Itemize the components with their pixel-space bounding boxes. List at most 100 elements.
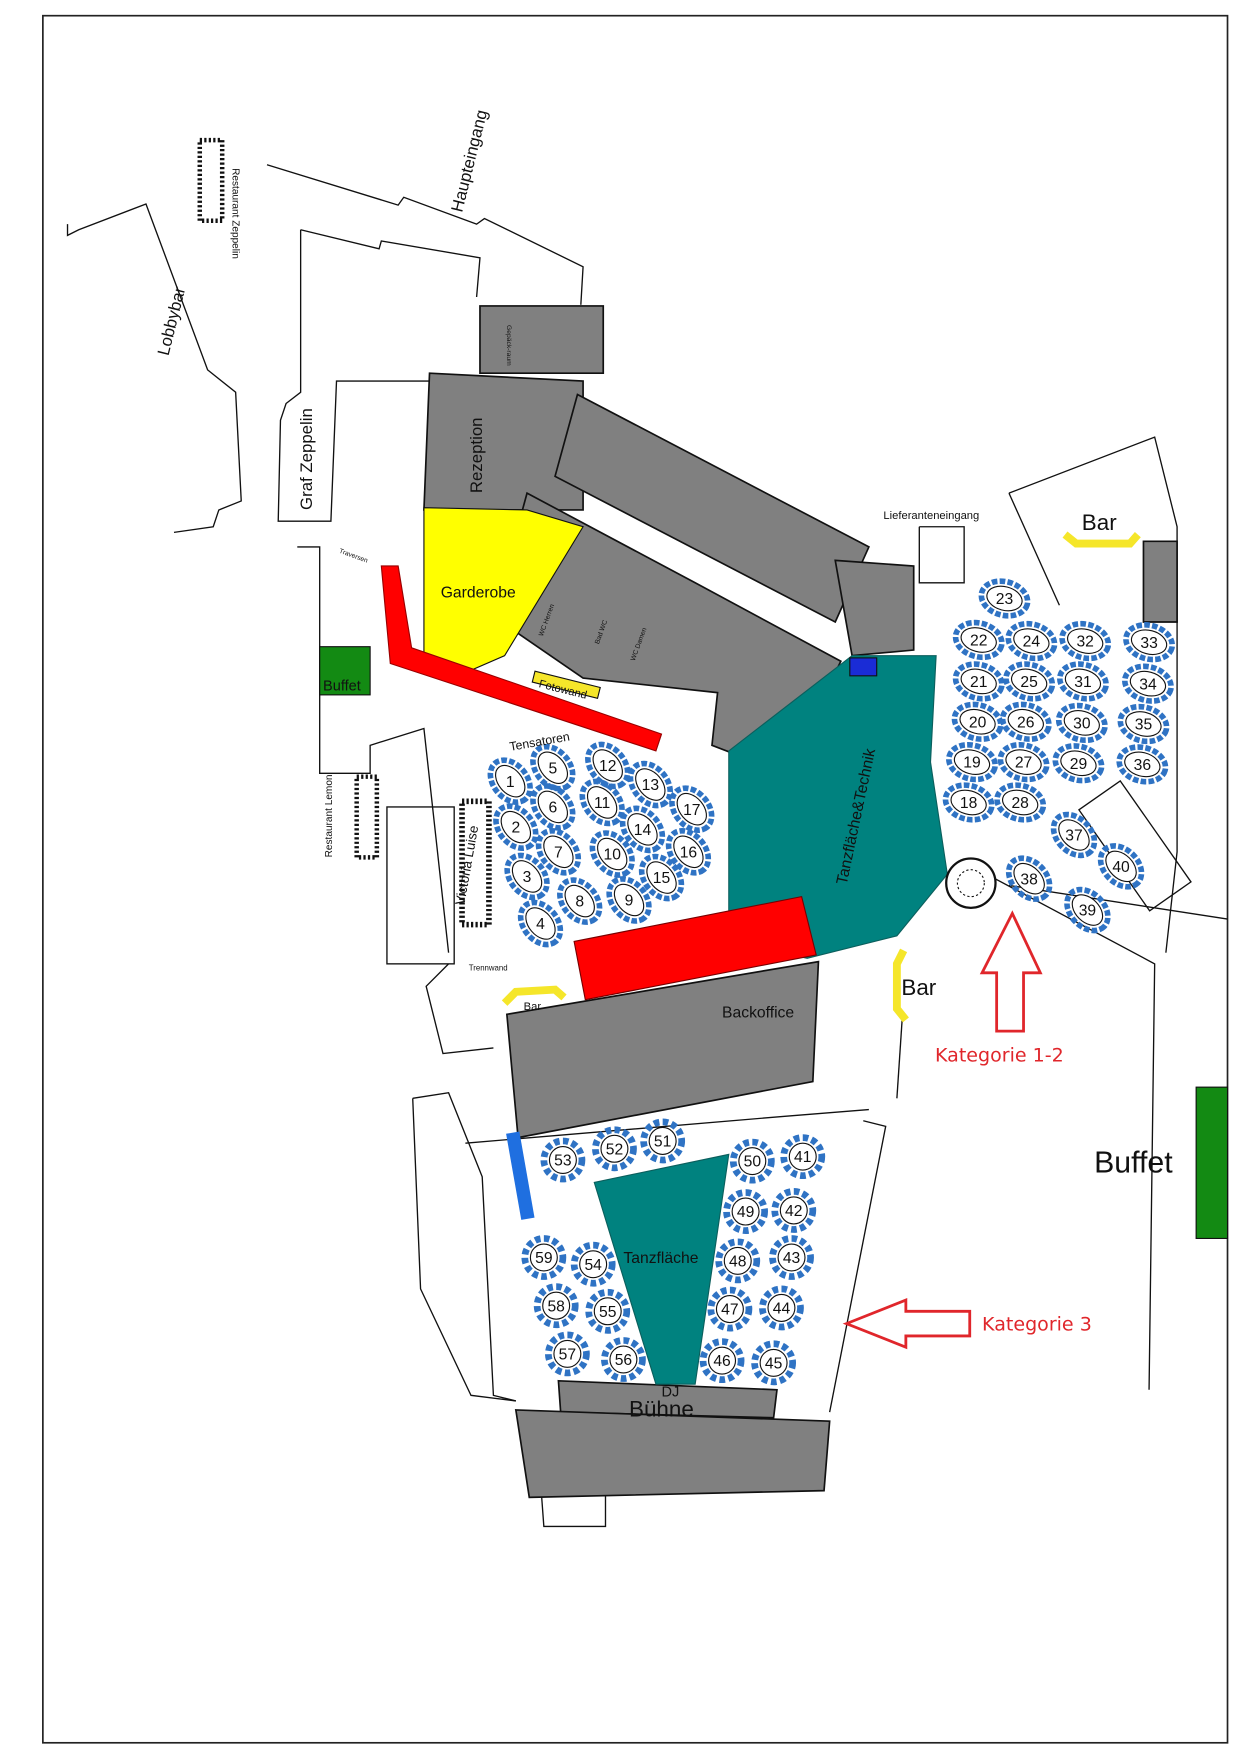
table-oval: 2 [493,803,539,851]
table-number: 52 [606,1141,623,1158]
table-number: 43 [783,1250,801,1267]
buffet-left [319,646,371,696]
chairs [627,760,673,809]
table-top [1013,628,1050,654]
table-number: 4 [536,916,545,933]
chairs [1055,702,1108,744]
chairs [592,1126,637,1172]
chairs [640,1118,686,1164]
table-number: 9 [625,893,634,910]
chairs [1097,843,1145,890]
table-number: 35 [1135,717,1153,734]
gray-rooms [423,305,1178,1499]
table-top [708,1346,737,1375]
chairs [585,741,631,790]
table-number: 54 [584,1257,602,1274]
table-oval: 17 [669,785,715,834]
chairs [1056,661,1109,702]
table-top [495,764,526,798]
table-top [597,837,628,871]
table-top [723,1246,752,1275]
label-restaurant-zeppelin: Restaurant Zeppelin [229,168,240,259]
table-number: 17 [683,802,700,819]
table-round: 49 [723,1189,769,1234]
table-top [609,1345,638,1374]
table-number: 28 [1011,795,1029,812]
bar-counter-top [1062,531,1141,548]
chairs [665,827,712,876]
table-number: 36 [1134,757,1152,774]
chairs [504,852,550,901]
chairs [1050,811,1098,859]
table-number: 18 [960,795,978,812]
table-oval: 38 [1005,855,1053,902]
blue-bar [506,1131,535,1220]
table-oval: 21 [952,661,1005,702]
dancefloor-area [593,1153,730,1385]
chairs [978,578,1031,619]
table-oval: 29 [1052,743,1105,784]
chairs [1123,622,1176,663]
table-round: 44 [759,1285,804,1331]
chairs [533,1283,579,1329]
table-number: 16 [680,844,698,861]
table-oval: 8 [557,877,603,925]
table-top [646,861,677,894]
table-oval: 1 [487,757,533,805]
label-restaurant-lemon: Restaurant Lemon [324,774,335,857]
table-number: 47 [721,1302,738,1319]
table-number: 19 [963,755,980,772]
table-oval: 15 [638,853,685,902]
table-number: 27 [1015,755,1032,772]
table-oval: 11 [579,778,625,827]
table-top [579,1250,608,1279]
photo-wall [531,670,601,700]
table-round: 48 [715,1238,761,1284]
chairs [1064,886,1111,934]
table-number: 31 [1074,674,1091,691]
table-top [1005,749,1042,775]
chairs [1117,703,1170,745]
table-oval: 23 [978,578,1031,619]
table-top [738,1147,767,1176]
table-oval: 30 [1055,702,1108,744]
table-top [529,1243,558,1272]
chairs [579,778,625,827]
chairs [729,1138,775,1184]
table-top [537,751,569,784]
table-number: 33 [1140,635,1158,652]
chairs [1005,855,1053,902]
table-round: 57 [544,1331,590,1377]
table-number: 3 [523,869,532,886]
table-oval: 40 [1097,843,1145,890]
chairs [997,741,1050,783]
arrow-left-icon [842,1298,972,1350]
table-top [1058,819,1090,851]
chairs [723,1189,769,1234]
table-oval: 32 [1059,620,1112,662]
table-top [950,789,987,816]
table-top [648,1126,677,1155]
table-number: 24 [1023,634,1041,651]
chairs [601,1337,646,1382]
chairs [994,782,1047,823]
table-number: 32 [1076,634,1093,651]
table-oval: 35 [1117,703,1170,745]
chairs [952,661,1005,702]
chairs [1121,663,1174,704]
table-top [715,1295,744,1324]
table-oval: 18 [942,782,995,823]
table-oval: 28 [994,782,1047,823]
table-round: 42 [771,1188,817,1233]
table-oval: 24 [1005,620,1058,662]
stairs-lemon [354,774,380,860]
table-top [586,786,618,819]
label-dancefloor: Tanzfläche [623,1250,698,1267]
table-oval: 25 [1003,661,1056,702]
table-number: 39 [1079,903,1096,920]
table-top [511,860,543,893]
label-partition-wall: Trennwand [469,964,508,973]
table-number: 5 [548,760,557,777]
